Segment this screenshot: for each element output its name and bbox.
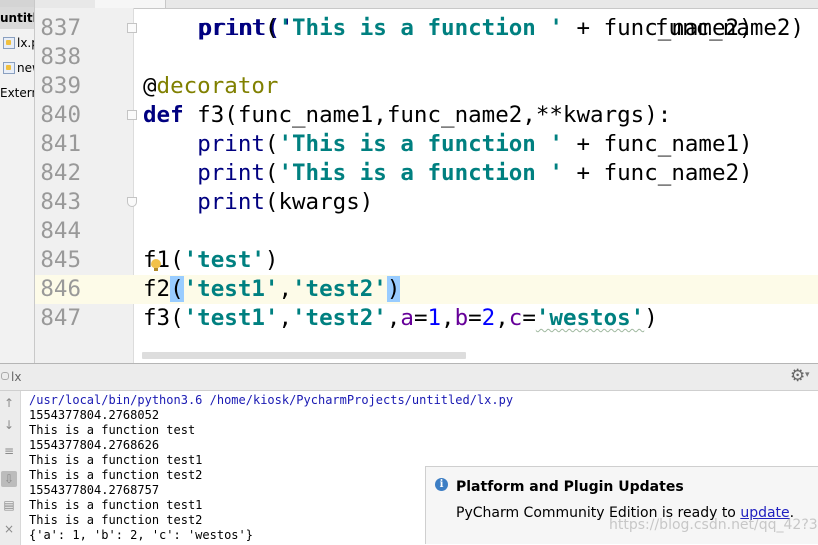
- notification-title: Platform and Plugin Updates: [456, 479, 684, 495]
- console-line: 1554377804.2768626: [29, 438, 160, 452]
- code-editor[interactable]: print(' func_name2) 837 print('This is a …: [35, 0, 818, 363]
- code-line[interactable]: 845 f1('test'): [35, 246, 818, 275]
- tree-item-new-py[interactable]: new.py: [0, 57, 34, 79]
- code-text: f1('test'): [143, 247, 279, 273]
- run-title: lx: [11, 370, 22, 384]
- code-text: print('This is a function ' + func_name1…: [197, 131, 753, 157]
- fold-marker-icon[interactable]: [127, 110, 137, 120]
- code-line[interactable]: 847 f3('test1','test2',a=1,b=2,c='westos'…: [35, 304, 818, 333]
- fold-marker-icon[interactable]: [127, 197, 137, 207]
- code-line[interactable]: 837 print('This is a function ' + func_n…: [35, 14, 818, 43]
- line-number: 842: [40, 160, 81, 186]
- print-icon[interactable]: ▤: [3, 498, 15, 512]
- console-line: This is a function test2: [29, 513, 203, 527]
- gear-icon[interactable]: ⚙: [790, 366, 806, 386]
- notification-body-end: .: [789, 505, 795, 521]
- console-line: {'a': 1, 'b': 2, 'c': 'westos'}: [29, 528, 253, 542]
- line-number: 845: [40, 247, 81, 273]
- code-line[interactable]: 840 def f3(func_name1,func_name2,**kwargs…: [35, 101, 818, 130]
- console-output[interactable]: /usr/local/bin/python3.6 /home/kiosk/Pyc…: [29, 393, 513, 543]
- console-line: This is a function test1: [29, 453, 203, 467]
- code-text: @decorator: [143, 73, 279, 99]
- soft-wrap-icon[interactable]: ≡: [3, 444, 15, 458]
- tree-item-label: untitled: [0, 11, 34, 25]
- python-file-icon: [3, 37, 15, 49]
- code-text: print('This is a function ' + func_name2…: [197, 160, 753, 186]
- update-link[interactable]: update: [740, 505, 790, 521]
- code-text: print(kwargs): [197, 189, 374, 215]
- run-header: lx ⚙ ▾: [0, 364, 818, 391]
- watermark: https://blog.csdn.net/qq_42?33: [609, 517, 818, 533]
- code-line[interactable]: 841 print('This is a function ' + func_n…: [35, 130, 818, 159]
- scroll-to-end-icon[interactable]: ⇩: [1, 471, 17, 487]
- code-line[interactable]: 844: [35, 217, 818, 246]
- code-line-partial: print(' func_name2): [35, 0, 818, 41]
- run-config-icon: [1, 372, 9, 380]
- fold-marker-icon[interactable]: [127, 23, 137, 33]
- horizontal-scrollbar[interactable]: [142, 352, 466, 359]
- update-notification[interactable]: i Platform and Plugin Updates PyCharm Co…: [425, 466, 818, 544]
- code-line[interactable]: 839 @decorator: [35, 72, 818, 101]
- console-line: 1554377804.2768052: [29, 408, 160, 422]
- code-text: def f3(func_name1,func_name2,**kwargs):: [143, 102, 672, 128]
- project-panel: untitled lx.py new.py External Libraries: [0, 0, 35, 363]
- run-tool-window: lx ⚙ ▾ ↑ ↓ ≡ ⇩ ▤ × /usr/local/bin/python…: [0, 363, 818, 545]
- clear-icon[interactable]: ×: [3, 522, 15, 536]
- code-line[interactable]: 846 f2('test1','test2'): [35, 275, 818, 304]
- editor-tab-bar: [35, 0, 818, 9]
- tree-item-untitled[interactable]: untitled: [0, 7, 34, 29]
- editor-tab[interactable]: [95, 0, 166, 8]
- line-number: 837: [40, 15, 81, 41]
- console-line: This is a function test2: [29, 468, 203, 482]
- tree-item-label: new.py: [17, 61, 34, 75]
- dropdown-arrow-icon[interactable]: ▾: [805, 370, 810, 380]
- notification-body-text: PyCharm Community Edition is ready to: [456, 505, 741, 521]
- tree-item-label: lx.py: [17, 36, 34, 50]
- python-file-icon: [3, 62, 15, 74]
- partial-code: print(': [199, 15, 294, 41]
- line-number: 844: [40, 218, 81, 244]
- console-line: 1554377804.2768757: [29, 483, 160, 497]
- code-text: f2('test1','test2'): [143, 276, 401, 302]
- info-icon: i: [435, 478, 448, 491]
- tree-item-external-libraries[interactable]: External Libraries: [0, 82, 34, 104]
- code-text: print('This is a function ' + func_name2…: [197, 15, 753, 41]
- console-line: This is a function test: [29, 423, 196, 437]
- partial-code-tail: func_name2): [655, 15, 805, 41]
- notification-body: PyCharm Community Edition is ready to up…: [456, 505, 794, 521]
- down-arrow-icon[interactable]: ↓: [3, 418, 15, 432]
- line-number: 846: [40, 276, 81, 302]
- tree-item-lx-py[interactable]: lx.py: [0, 32, 34, 54]
- console-line: This is a function test1: [29, 498, 203, 512]
- run-toolbar: ↑ ↓ ≡ ⇩ ▤ ×: [0, 391, 21, 545]
- line-number: 840: [40, 102, 81, 128]
- line-number: 847: [40, 305, 81, 331]
- code-line[interactable]: 842 print('This is a function ' + func_n…: [35, 159, 818, 188]
- line-number: 839: [40, 73, 81, 99]
- code-text: f3('test1','test2',a=1,b=2,c='westos'): [143, 305, 658, 331]
- line-number: 843: [40, 189, 81, 215]
- console-command: /usr/local/bin/python3.6 /home/kiosk/Pyc…: [29, 393, 514, 407]
- line-number: 838: [40, 44, 81, 70]
- code-line[interactable]: 843 print(kwargs): [35, 188, 818, 217]
- up-arrow-icon[interactable]: ↑: [3, 396, 15, 410]
- code-line[interactable]: 838: [35, 43, 818, 72]
- intention-bulb-icon[interactable]: [151, 259, 161, 272]
- tree-item-label: External Libraries: [0, 86, 34, 100]
- line-number: 841: [40, 131, 81, 157]
